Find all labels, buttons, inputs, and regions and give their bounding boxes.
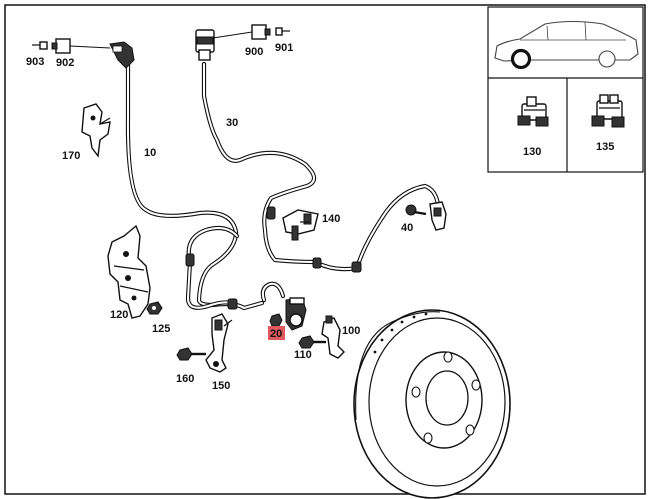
nut-125: [146, 301, 163, 315]
callout-30: 30: [226, 117, 238, 129]
callout-10: 10: [144, 147, 156, 159]
clip-100: [321, 315, 345, 359]
bolt-110: [298, 335, 326, 349]
brake-disc: [353, 309, 511, 499]
plug-cable-30: [195, 29, 215, 61]
callout-labels: 903 902 900 901 10 30 170 140 40 120 125…: [26, 42, 413, 392]
sensor-cable-10: [125, 61, 265, 311]
bolt-160: [176, 347, 206, 361]
vehicle-outline-icon: [494, 20, 639, 70]
bracket-170: [81, 103, 111, 158]
connector-902: [51, 38, 111, 54]
callout-110: 110: [294, 349, 312, 361]
callout-125: 125: [152, 323, 170, 335]
callout-130: 130: [523, 146, 541, 158]
inset-panel: 130 135: [487, 6, 644, 173]
bolt-near-20: [269, 313, 283, 327]
connector-900: [212, 24, 271, 40]
callout-135: 135: [596, 141, 614, 153]
callout-20: 20: [270, 328, 282, 340]
sensor-bracket-variant-135: [591, 94, 625, 128]
callout-120: 120: [110, 309, 128, 321]
callout-140: 140: [322, 213, 340, 225]
holder-150: [205, 313, 233, 373]
plug-cable-10: [109, 41, 135, 69]
bracket-140: [282, 209, 319, 241]
callout-150: 150: [212, 380, 230, 392]
callout-902: 902: [56, 57, 74, 69]
pin-901: [275, 27, 290, 36]
sensor-bracket-variant-130: [517, 96, 549, 127]
cable-grommets: [185, 206, 362, 310]
bolt-and-clip-40: [405, 201, 447, 231]
knuckle-bracket-120: [107, 224, 151, 319]
callout-903: 903: [26, 56, 44, 68]
pin-903: [32, 41, 48, 50]
callout-20-highlight: [268, 326, 285, 340]
callout-900: 900: [245, 46, 263, 58]
speed-sensor-20: [285, 297, 307, 331]
callout-170: 170: [62, 150, 80, 162]
callout-901: 901: [275, 42, 293, 54]
sensor-cable-30: [201, 61, 441, 272]
callout-40: 40: [401, 222, 413, 234]
callout-160: 160: [176, 373, 194, 385]
callout-100: 100: [342, 325, 360, 337]
diagram-frame: [4, 4, 646, 495]
cable-loop-lower: [185, 225, 286, 310]
